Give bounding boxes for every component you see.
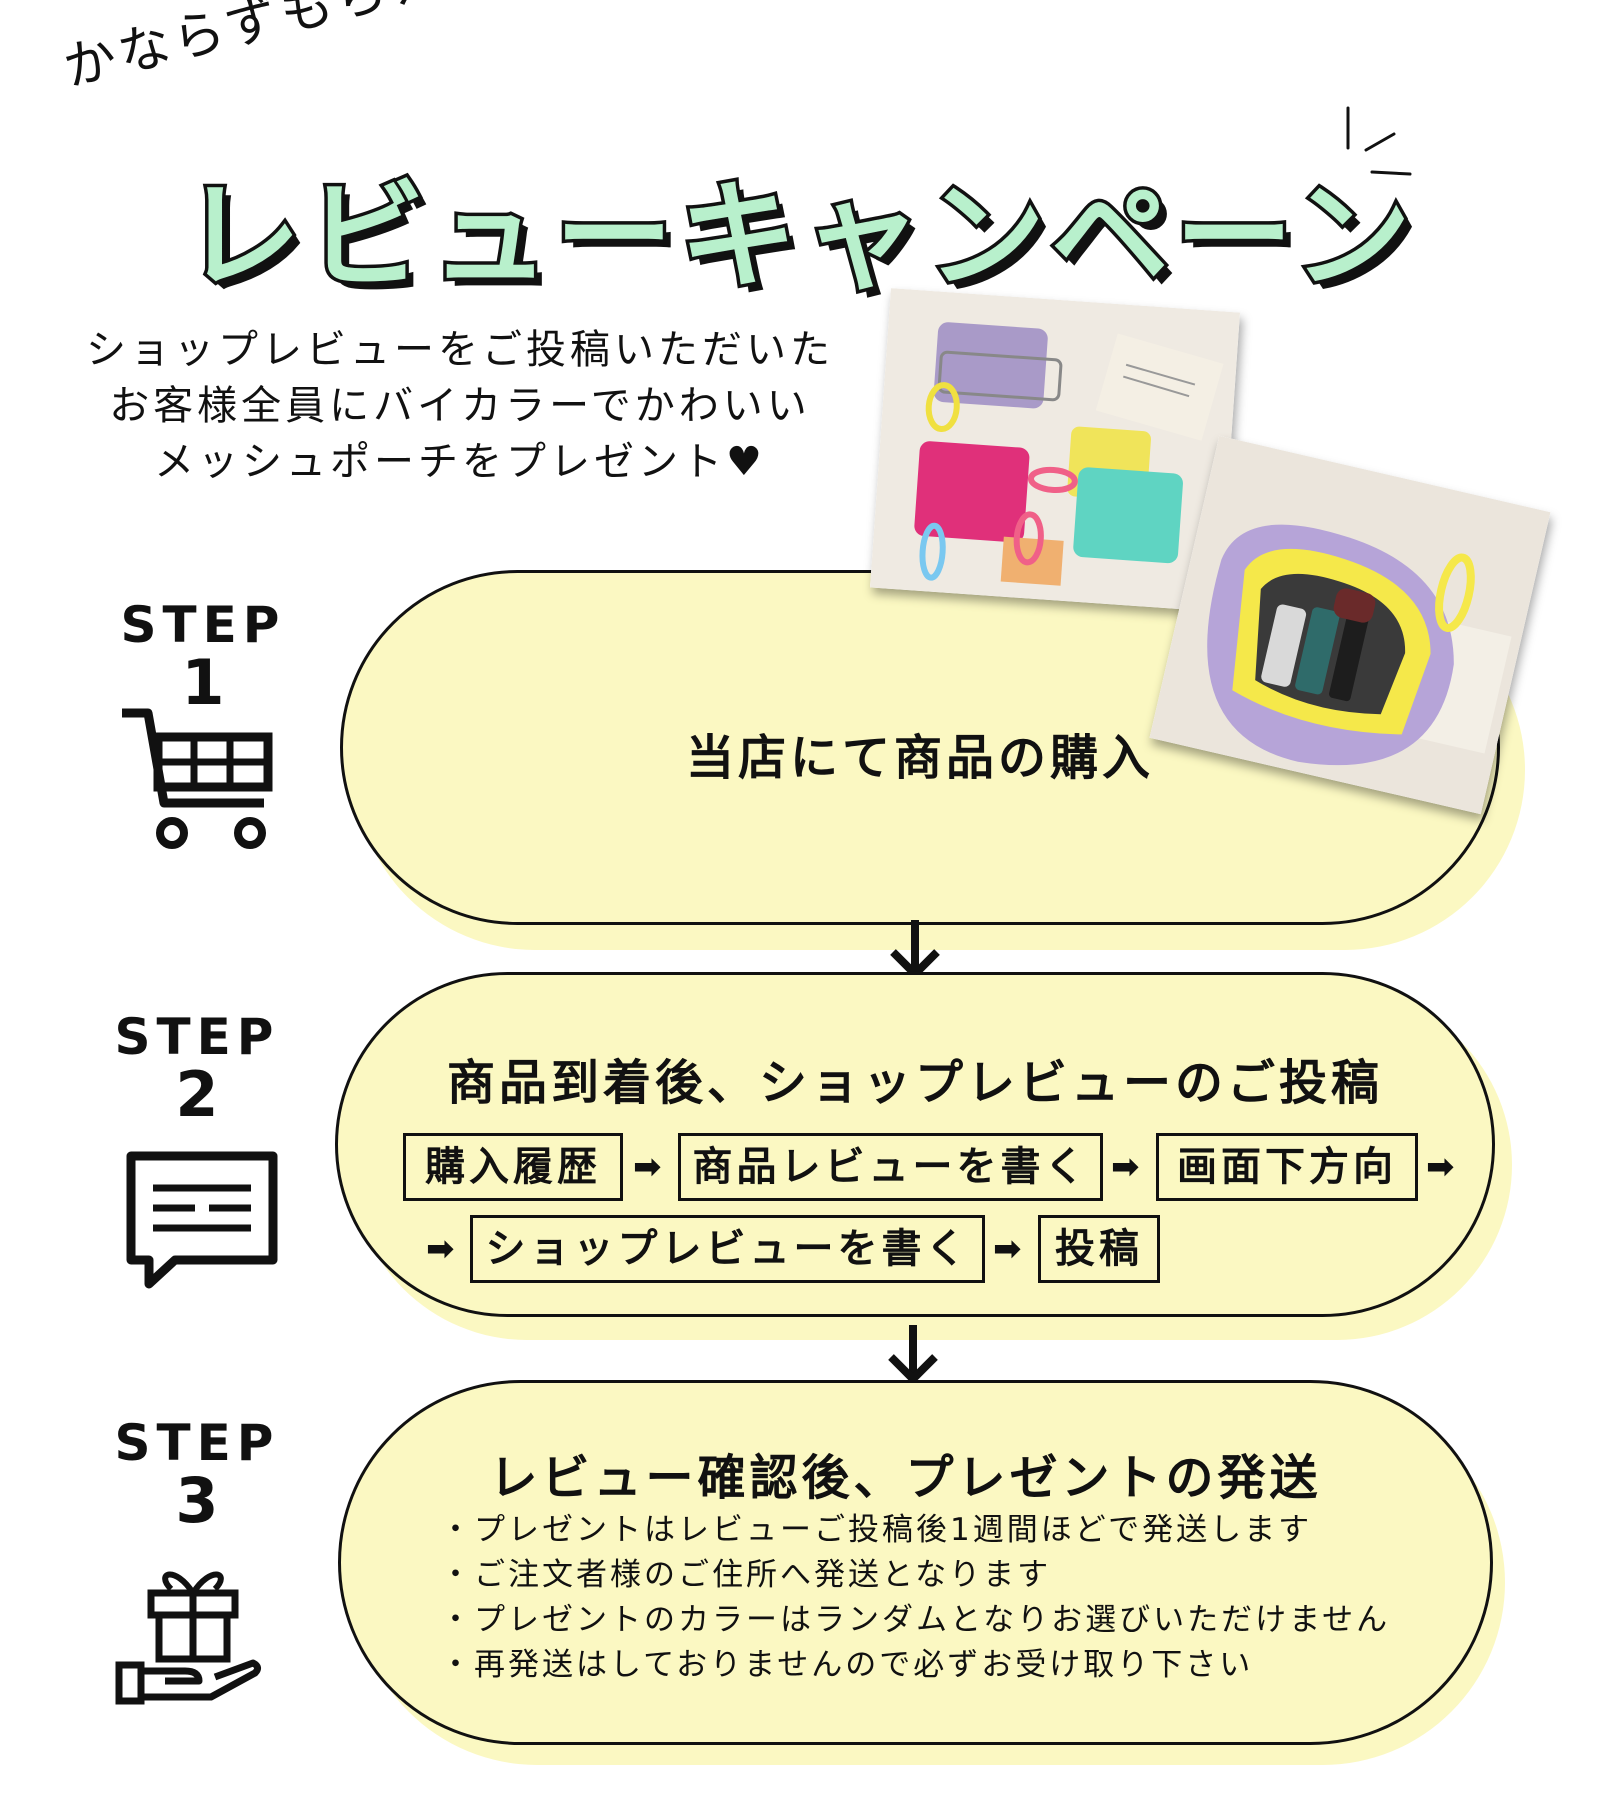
flow-arrow-icon: ➡ <box>1426 1147 1455 1187</box>
campaign-title: レビューキャンペーン <box>179 164 1418 309</box>
down-arrow-icon <box>883 1323 943 1387</box>
flow-step-write-product-review: 商品レビューを書く <box>678 1133 1103 1201</box>
step-number: 3 <box>175 1464 219 1537</box>
gift-hand-icon <box>115 1555 265 1705</box>
step-word: STEP <box>120 596 286 654</box>
intro-line: メッシュポーチをプレゼント♥ <box>154 439 766 485</box>
step1-title: 当店にて商品の購入 <box>685 730 1154 786</box>
flow-step-scroll-down: 画面下方向 <box>1156 1133 1418 1201</box>
flow-step-post: 投稿 <box>1038 1215 1160 1283</box>
shopping-cart-icon <box>118 705 278 855</box>
note-item: ・再発送はしておりませんので必ずお受け取り下さい <box>440 1647 1254 1683</box>
intro-line: ショップレビューをご投稿いただいた <box>86 327 834 373</box>
step3-notes: ・プレゼントはレビューご投稿後1週間ほどで発送します ・ご注文者様のご住所へ発送… <box>440 1508 1420 1688</box>
note-item: ・プレゼントのカラーはランダムとなりお選びいただけません <box>440 1602 1391 1638</box>
flow-step-purchase-history: 購入履歴 <box>403 1133 623 1201</box>
intro-text: ショップレビューをご投稿いただいた お客様全員にバイカラーでかわいい メッシュポ… <box>70 322 850 490</box>
chat-bubble-icon <box>125 1150 280 1290</box>
step-number: 2 <box>175 1058 219 1131</box>
step3-label: STEP 3 <box>112 1418 282 1533</box>
step-word: STEP <box>114 1008 280 1066</box>
product-photo-open-pouch <box>1149 435 1551 815</box>
note-item: ・プレゼントはレビューご投稿後1週間ほどで発送します <box>440 1512 1313 1548</box>
flow-arrow-icon: ➡ <box>993 1229 1022 1269</box>
flow-step-write-shop-review: ショップレビューを書く <box>470 1215 985 1283</box>
step-word: STEP <box>114 1414 280 1472</box>
sparkle-lines-icon <box>1330 100 1420 190</box>
flow-arrow-icon: ➡ <box>1111 1147 1140 1187</box>
flow-arrow-icon: ➡ <box>633 1147 662 1187</box>
intro-line: お客様全員にバイカラーでかわいい <box>109 383 811 429</box>
step1-label: STEP 1 <box>118 600 288 715</box>
step2-card: 商品到着後、ショップレビューのご投稿 購入履歴 ➡ 商品レビューを書く ➡ 画面… <box>335 972 1495 1317</box>
step2-label: STEP 2 <box>112 1012 282 1127</box>
flow-arrow-icon: ➡ <box>426 1229 455 1269</box>
step3-title: レビュー確認後、プレゼントの発送 <box>489 1450 1322 1506</box>
note-item: ・ご注文者様のご住所へ発送となります <box>440 1557 1052 1593</box>
step3-card: レビュー確認後、プレゼントの発送 <box>338 1380 1493 1745</box>
step-number: 1 <box>181 646 225 719</box>
step2-title: 商品到着後、ショップレビューのご投稿 <box>446 1055 1383 1111</box>
product-photo-pouches <box>869 288 1241 612</box>
